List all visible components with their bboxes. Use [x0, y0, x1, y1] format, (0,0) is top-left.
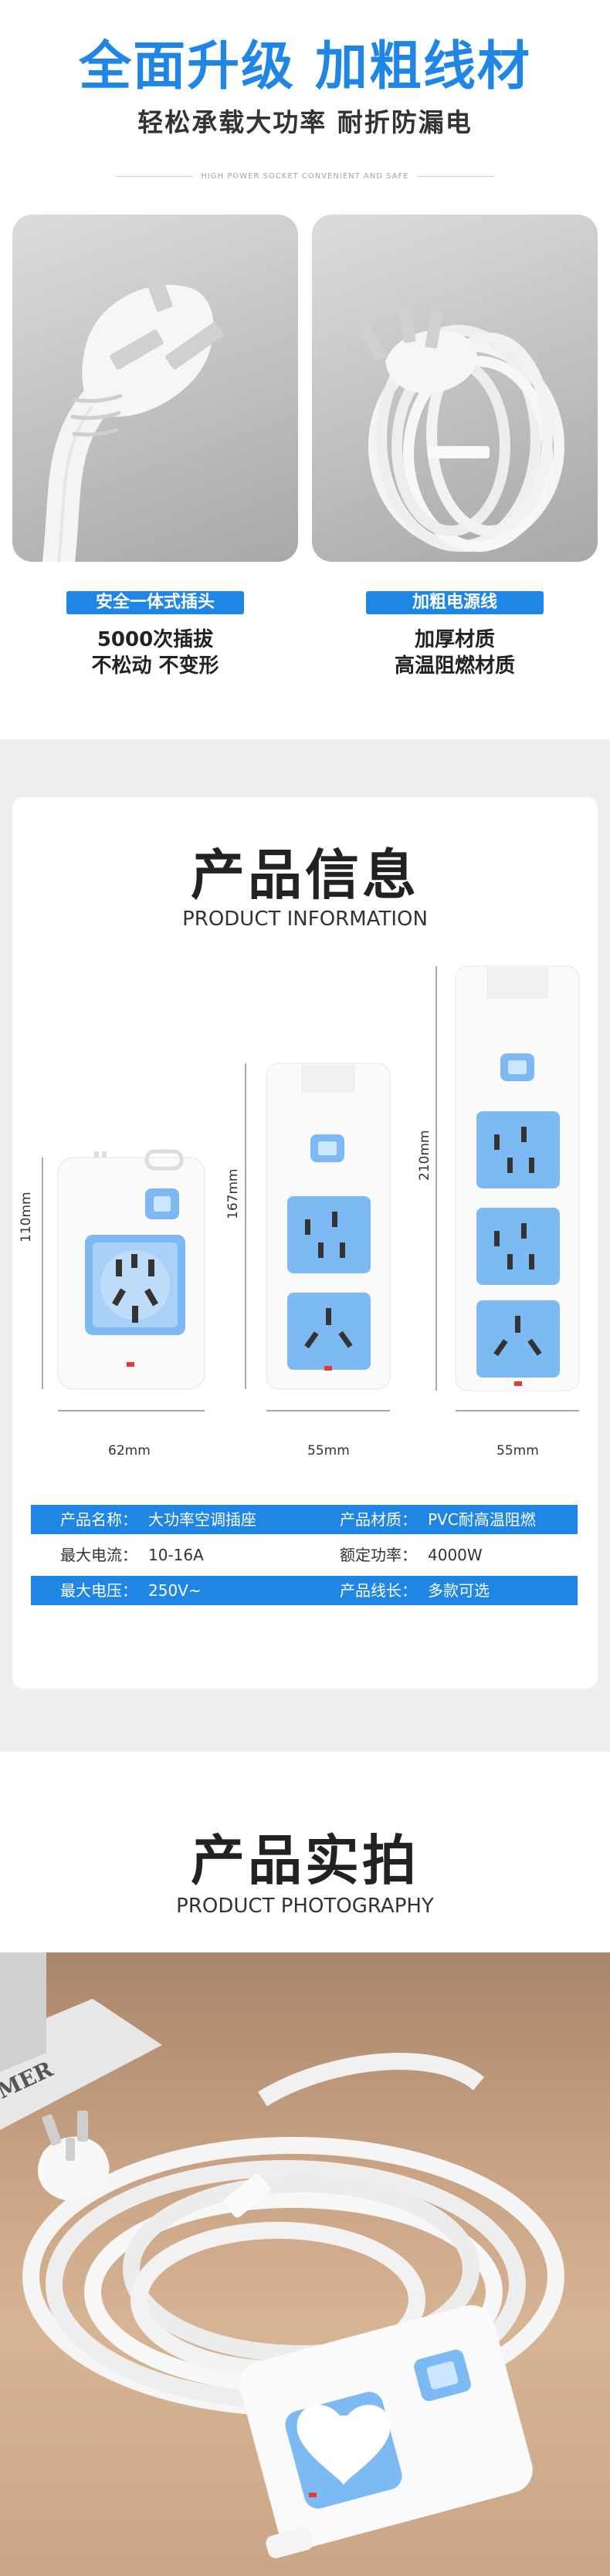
product-photo: MER [0, 1952, 610, 2576]
socket-medium [266, 1063, 391, 1390]
product-diagram [42, 965, 580, 1411]
section-subtitle: PRODUCT PHOTOGRAPHY [176, 1895, 434, 1918]
spec-key: 产品名称： [60, 1510, 137, 1529]
spec-value: 大功率空调插座 [148, 1510, 256, 1529]
dimension-height: 210mm [417, 1130, 432, 1181]
socket-large [455, 965, 580, 1391]
section-title: 产品信息 [191, 843, 419, 907]
spec-key: 最大电压： [60, 1581, 137, 1600]
divider [116, 176, 193, 177]
spec-key: 额定功率： [340, 1546, 417, 1564]
hero-title: 全面升级 加粗线材 [79, 36, 531, 97]
feature-badge: 加粗电源线 [366, 591, 544, 614]
dimension-height: 167mm [225, 1168, 241, 1219]
spec-value: 250V~ [148, 1581, 202, 1600]
spec-value: 10-16A [148, 1546, 204, 1564]
hero-tagline: HIGH POWER SOCKET CONVENIENT AND SAFE [201, 172, 409, 181]
divider [417, 176, 494, 177]
dimension-height: 110mm [19, 1192, 34, 1242]
cable-image [312, 215, 598, 562]
hero-subtitle: 轻松承载大功率 耐折防漏电 [137, 107, 473, 137]
spec-row: 最大电压： 250V~ 产品线长： 多款可选 [31, 1576, 578, 1605]
dimension-width: 62mm [108, 1443, 151, 1459]
feature-line: 加厚材质 [414, 628, 495, 651]
plug-image [12, 215, 298, 562]
dimension-width: 55mm [307, 1443, 350, 1459]
feature-badge: 安全一体式插头 [66, 591, 244, 614]
section-title: 产品实拍 [191, 1829, 419, 1892]
spec-row: 产品名称： 大功率空调插座 产品材质： PVC耐高温阻燃 [31, 1505, 578, 1534]
feature-line: 高温阻燃材质 [394, 654, 515, 678]
spec-value: 多款可选 [428, 1581, 490, 1600]
spec-key: 产品材质： [340, 1510, 417, 1529]
spec-value: PVC耐高温阻燃 [428, 1510, 536, 1529]
feature-line: 5000次插拔 [97, 628, 214, 651]
feature-line: 不松动 不变形 [91, 654, 219, 678]
spec-key: 产品线长： [340, 1581, 417, 1600]
spec-key: 最大电流： [60, 1546, 137, 1564]
spec-value: 4000W [428, 1546, 483, 1564]
dimension-width: 55mm [496, 1443, 539, 1459]
socket-small [57, 1149, 205, 1390]
spec-row: 最大电流： 10-16A 额定功率： 4000W [31, 1540, 578, 1570]
section-subtitle: PRODUCT INFORMATION [182, 908, 428, 931]
